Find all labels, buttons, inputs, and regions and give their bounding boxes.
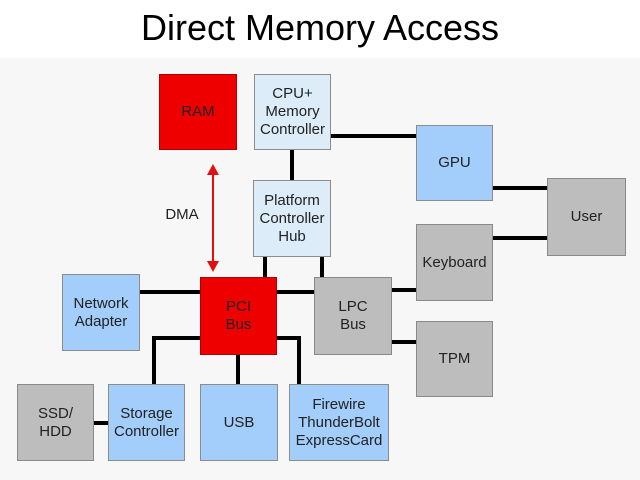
ssd-hdd-node: SSD/ HDD [17,384,94,461]
cpu-memory-controller-node: CPU+ Memory Controller [254,74,331,150]
dma-label: DMA [165,206,199,223]
lpc-bus-node: LPC Bus [314,277,392,355]
tpm-node: TPM [416,321,493,397]
platform-controller-hub-node: Platform Controller Hub [253,180,331,257]
keyboard-node: Keyboard [416,224,493,301]
storage-controller-node: Storage Controller [108,384,185,461]
connector-pci-usb [236,355,240,384]
usb-node: USB [200,384,278,461]
connector-pch-lpc [320,257,324,277]
connector-pci-firewire-v [297,336,301,384]
dma-arrow [207,164,219,272]
firewire-thunderbolt-expresscard-node: Firewire ThunderBolt ExpressCard [289,384,389,461]
connector-network-pci [140,290,200,294]
pci-bus-node: PCI Bus [200,277,277,355]
connector-pci-storage-h [152,336,202,340]
connector-lpc-tpm [392,340,416,344]
connector-pch-pci [263,257,267,277]
connector-keyboard-user [493,236,547,240]
connector-ssd-storage [94,421,108,425]
connector-lpc-keyboard [392,288,416,292]
connector-pci-firewire-h [277,336,301,340]
connector-pci-lpc [277,290,314,294]
connector-cpu-gpu [330,134,416,138]
network-adapter-node: Network Adapter [62,274,140,351]
connector-pci-storage-v [152,336,156,384]
connector-gpu-user [493,186,547,190]
gpu-node: GPU [416,125,493,201]
ram-node: RAM [159,74,237,150]
page-title: Direct Memory Access [0,0,640,58]
connector-cpu-pch [290,150,294,180]
user-node: User [547,178,626,256]
